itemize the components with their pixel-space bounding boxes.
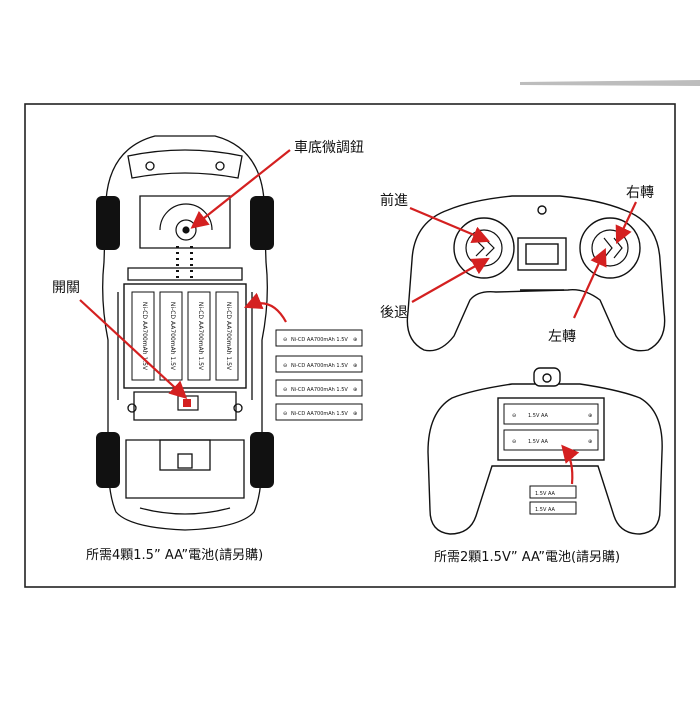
remote-front <box>406 195 666 352</box>
remote-loose-battery-2: 1.5V AA <box>529 501 577 515</box>
car-compartment-battery-1-label: Ni-CD AA700mAh 1.5V <box>141 302 148 371</box>
car-battery-4-label: Ni-CD AA700mAh 1.5V <box>291 411 348 417</box>
gear-strip <box>176 246 193 278</box>
car-battery-1-plus: ⊕ <box>353 337 357 343</box>
label-chassis-trim: 車底微調鈕 <box>294 140 364 156</box>
svg-text:⊕: ⊕ <box>588 413 592 419</box>
car-battery-3-plus: ⊕ <box>353 387 357 393</box>
pointer-car-battery-insert <box>243 292 287 323</box>
car-battery-2-plus: ⊕ <box>353 363 357 369</box>
car-battery-4-minus: ⊖ <box>283 411 287 417</box>
label-forward: 前進 <box>380 193 408 209</box>
car-battery-3: ⊖ Ni-CD AA700mAh 1.5V ⊕ <box>275 379 363 397</box>
caption-car-batteries: 所需4顆1.5” AA”電池(請另購) <box>86 548 264 563</box>
car-battery-1-label: Ni-CD AA700mAh 1.5V <box>291 337 348 343</box>
car-compartment-battery-3: Ni-CD AA700mAh 1.5V <box>187 291 211 381</box>
car-compartment-battery-4-label: Ni-CD AA700mAh 1.5V <box>225 302 232 371</box>
svg-text:⊖: ⊖ <box>512 413 516 419</box>
car-compartment-battery-2: Ni-CD AA700mAh 1.5V <box>159 291 183 381</box>
pointer-switch <box>79 299 188 399</box>
trim-dial <box>159 203 213 241</box>
car-chassis <box>102 135 268 531</box>
car-battery-1: ⊖ Ni-CD AA700mAh 1.5V ⊕ <box>275 329 363 347</box>
wheel-front-left <box>96 196 120 250</box>
power-switch-knob <box>183 399 191 407</box>
label-backward: 後退 <box>380 305 408 321</box>
car-battery-4-plus: ⊕ <box>353 411 357 417</box>
car-compartment-battery-4: Ni-CD AA700mAh 1.5V <box>215 291 239 381</box>
pointer-right-turn <box>615 201 637 244</box>
remote-loose-battery-1-label: 1.5V AA <box>535 491 556 497</box>
car-battery-3-minus: ⊖ <box>283 387 287 393</box>
svg-text:⊖: ⊖ <box>512 439 516 445</box>
label-switch: 開關 <box>52 280 80 296</box>
car-battery-4: ⊖ Ni-CD AA700mAh 1.5V ⊕ <box>275 403 363 421</box>
car-compartment-battery-3-label: Ni-CD AA700mAh 1.5V <box>197 302 204 371</box>
pointer-lines <box>79 149 637 485</box>
wheel-rear-left <box>96 432 120 488</box>
label-right-turn: 右轉 <box>626 185 654 201</box>
car-battery-1-minus: ⊖ <box>283 337 287 343</box>
car-battery-2-minus: ⊖ <box>283 363 287 369</box>
pointer-trim <box>190 149 291 229</box>
car-battery-2-label: Ni-CD AA700mAh 1.5V <box>291 363 348 369</box>
right-stick <box>591 229 629 267</box>
pointer-remote-battery-insert <box>561 444 580 485</box>
remote-installed-battery-2: ⊖ 1.5V AA ⊕ <box>503 429 599 451</box>
remote-loose-battery-2-label: 1.5V AA <box>535 507 556 513</box>
caption-remote-batteries: 所需2顆1.5V” AA”電池(請另購) <box>434 550 621 565</box>
remote-installed-battery-2-label: 1.5V AA <box>528 439 549 445</box>
wheel-front-right <box>250 196 274 250</box>
car-battery-3-label: Ni-CD AA700mAh 1.5V <box>291 387 348 393</box>
pointer-left-turn <box>572 247 607 319</box>
remote-installed-battery-1: ⊖ 1.5V AA ⊕ <box>503 403 599 425</box>
wheel-rear-right <box>250 432 274 488</box>
pointer-forward <box>409 206 491 243</box>
car-compartment-battery-2-label: Ni-CD AA700mAh 1.5V <box>169 302 176 371</box>
remote-loose-battery-1: 1.5V AA <box>529 485 577 499</box>
car-battery-2: ⊖ Ni-CD AA700mAh 1.5V ⊕ <box>275 355 363 373</box>
decorative-stripe <box>520 80 700 86</box>
label-left-turn: 左轉 <box>548 329 576 345</box>
remote-installed-battery-1-label: 1.5V AA <box>528 413 549 419</box>
pointer-backward <box>411 257 490 303</box>
car-compartment-battery-1: Ni-CD AA700mAh 1.5V <box>131 291 155 381</box>
svg-text:⊕: ⊕ <box>588 439 592 445</box>
